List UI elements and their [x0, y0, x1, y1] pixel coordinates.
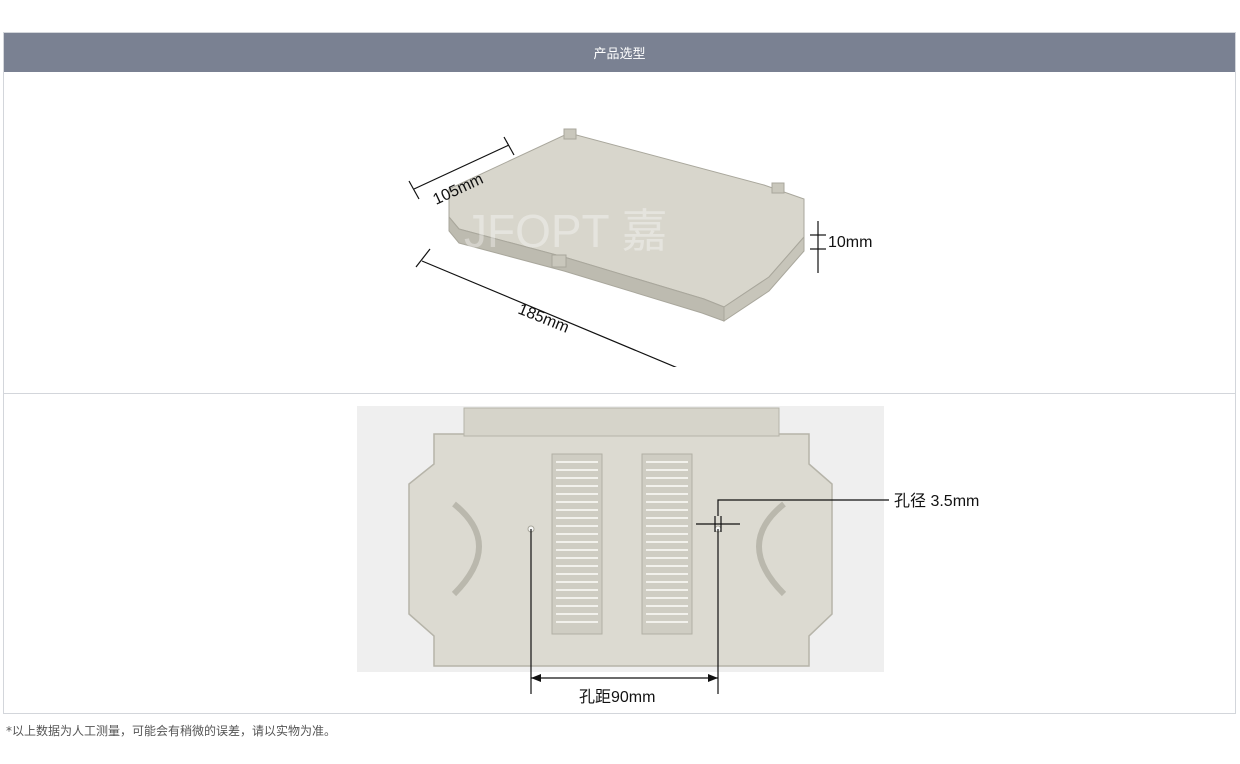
header-title: 产品选型 [593, 47, 646, 62]
dim-width-line [413, 144, 510, 190]
dim-tick [408, 180, 420, 200]
dim-length-label: 185mm [516, 301, 572, 337]
tray-topview-row: 孔距90mm 孔径 3.5mm [4, 394, 1235, 714]
tray-end-face [723, 235, 805, 322]
table-header: 产品选型 [4, 33, 1235, 72]
tray-clip [563, 128, 577, 140]
product-selection-table: 产品选型 JFOPT 嘉 105mm 185mm [3, 32, 1236, 714]
fiber-guide-left [451, 501, 482, 597]
tray-top-lid [463, 407, 780, 437]
fiber-guide-right [756, 501, 787, 597]
dim-diameter-label: 孔径 3.5mm [894, 492, 979, 510]
arrow-left [531, 674, 541, 682]
dim-height-label: 10mm [828, 234, 872, 251]
splice-holder-right [641, 453, 693, 635]
tray-topview-figure: 孔距90mm 孔径 3.5mm [357, 406, 979, 706]
tray-isometric-figure: JFOPT 嘉 105mm 185mm 10mm [408, 128, 872, 367]
arrow-right [708, 674, 718, 682]
measurement-footnote: *以上数据为人工测量，可能会有稍微的误差，请以实物为准。 [6, 724, 337, 738]
watermark-logo: JFOPT 嘉 [464, 205, 668, 257]
tray-clip [771, 182, 785, 194]
tray-isometric-row: JFOPT 嘉 105mm 185mm 10mm [4, 72, 1235, 394]
dim-tick [503, 136, 515, 156]
splice-holder-left [551, 453, 603, 635]
tray-plate [408, 433, 833, 667]
dim-length-line [421, 260, 677, 367]
dim-diameter-leader [717, 499, 889, 516]
dim-tick [415, 248, 431, 268]
tray-clip [551, 254, 567, 268]
dim-spacing-label: 孔距90mm [579, 688, 655, 706]
